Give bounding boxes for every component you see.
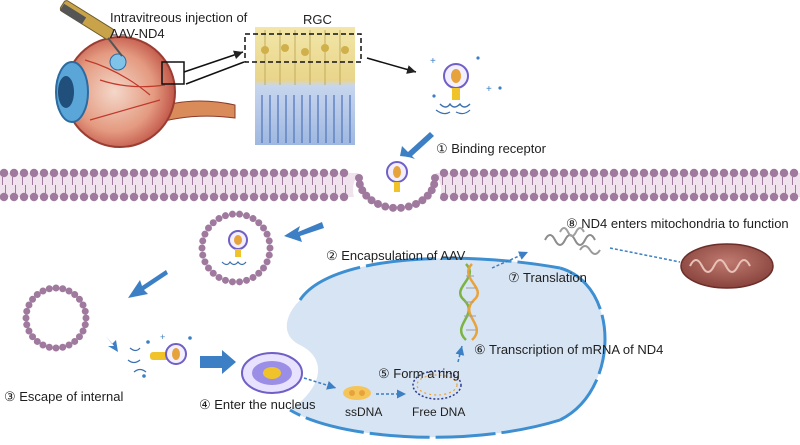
arrow-translation — [491, 251, 529, 269]
svg-text:+: + — [160, 332, 165, 342]
mitochondrion — [680, 243, 774, 289]
arrow-to-mitochondria — [609, 247, 681, 263]
retina-section — [244, 27, 362, 145]
decor-dots — [142, 56, 502, 378]
aav-virus-free: + + — [430, 56, 492, 115]
arrow-to-escape — [128, 270, 168, 298]
ssdna-label: ssDNA — [345, 405, 383, 419]
aav-in-nucleus — [241, 352, 303, 394]
arrow-encapsulation — [284, 222, 324, 242]
zoom-arrow-1 — [183, 50, 244, 73]
svg-text:+: + — [486, 84, 492, 95]
rgc-highlight-box — [244, 33, 362, 63]
retina-to-virus-arrow — [366, 57, 417, 74]
step6-label: ⑥ Transcription of mRNA of ND4 — [474, 342, 664, 357]
aav-binding-site — [353, 156, 441, 224]
step3-label: ③ Escape of internal — [4, 389, 124, 404]
eye-illustration — [55, 36, 236, 148]
free-dna-ring — [412, 370, 462, 400]
syringe-icon — [59, 0, 123, 57]
step4-label: ④ Enter the nucleus — [199, 397, 316, 412]
arrow-to-nucleus — [200, 350, 236, 374]
escaped-aav: + — [127, 332, 187, 373]
step7-label: ⑦ Translation — [508, 270, 587, 285]
injection-label-line1: Intravitreous injection of — [110, 10, 248, 25]
svg-text:+: + — [430, 56, 436, 67]
zoom-arrow-2 — [185, 61, 245, 85]
step1-label: ① Binding receptor — [436, 141, 546, 156]
arrow-small-escape — [106, 336, 118, 352]
injection-label-line2: AAV-ND4 — [110, 26, 165, 41]
rgc-label: RGC — [303, 12, 332, 27]
mrna-helix — [458, 263, 480, 341]
empty-endosome — [22, 284, 90, 352]
nd4-protein — [544, 227, 601, 255]
arrow-uncoat — [303, 377, 337, 390]
ssdna-strand — [343, 386, 371, 400]
step5-label: ⑤ Form a ring — [378, 366, 460, 381]
step8-label: ⑧ ND4 enters mitochondria to function — [566, 216, 789, 231]
endosome — [198, 210, 274, 286]
arrow-to-transcription — [455, 345, 465, 363]
step2-label: ② Encapsulation of AAV — [326, 248, 466, 263]
free-dna-label: Free DNA — [412, 405, 466, 419]
zoom-box — [161, 61, 185, 85]
